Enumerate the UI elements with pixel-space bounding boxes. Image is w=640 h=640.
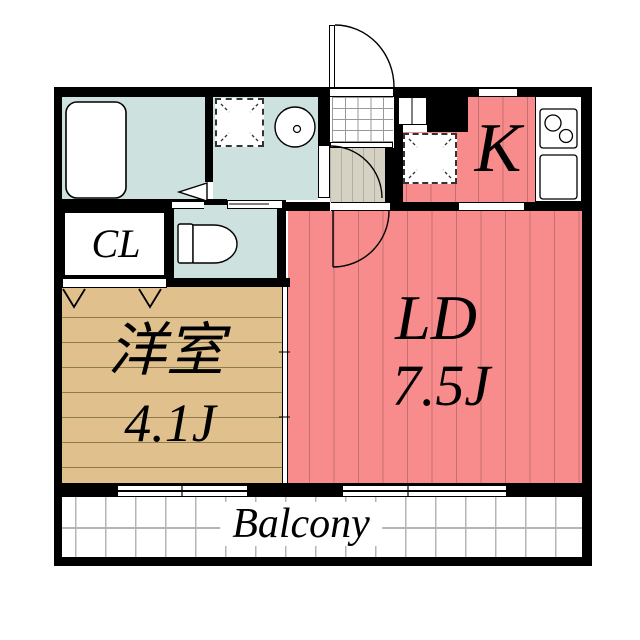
western-room-label: 洋室 [107,318,225,383]
ld-balcony-window [342,484,507,497]
refrigerator-space [403,133,457,184]
western-room-floor-stripes [62,305,282,483]
k-ld-opening [459,202,524,211]
hall-ld-threshold [331,202,390,211]
bathroom-floor [62,96,205,199]
wall-k-ld [524,202,582,211]
hallway-floor [330,148,385,202]
closet-front-strip [62,278,167,288]
sliding-partition-track [282,287,288,483]
closet-box [62,210,167,278]
wall-bath-washroom [205,96,213,182]
toilet-sliding-door [227,200,283,209]
window-sash-line [118,490,247,492]
closet-label: CL [91,221,141,266]
wall-bathroom-bottom [54,199,174,210]
wall-kitchen-block [427,88,468,132]
shoe-cabinet [398,97,427,125]
wall-hallway-right [385,148,403,211]
wall-hall-ld [390,202,459,211]
kitchen-window [478,88,518,97]
entrance-door-swing-arc [334,24,395,88]
entrance-step-strip [330,142,393,148]
entrance-tile-floor [332,97,393,142]
wall-left [54,87,62,566]
ld-size-label: 7.5J [391,353,491,418]
ld-label: LD [395,282,477,353]
wall-washroom-bottom [280,202,330,211]
wall-closet-toilet [166,205,174,287]
washing-machine-space [215,98,264,147]
washroom-door-leaf [318,145,330,198]
wall-toilet-bottom [166,278,290,287]
western-room-size-label: 4.1J [124,393,216,453]
kitchen-label: K [474,110,522,187]
balcony-label: Balcony [220,502,382,546]
wall-balcony-bottom [54,557,592,566]
bathroom-door-opening [172,201,204,209]
entrance-door-leaf [329,25,335,88]
kitchen-floor [468,96,535,202]
wall-right [582,87,592,566]
kitchen-counter [535,96,582,202]
toilet-floor [174,205,277,278]
wall-washroom-entrance [318,88,330,145]
window-sash-line [343,490,506,492]
wall-toilet-right [277,200,286,287]
western-room-balcony-window [117,484,248,497]
entrance-threshold [329,88,394,97]
